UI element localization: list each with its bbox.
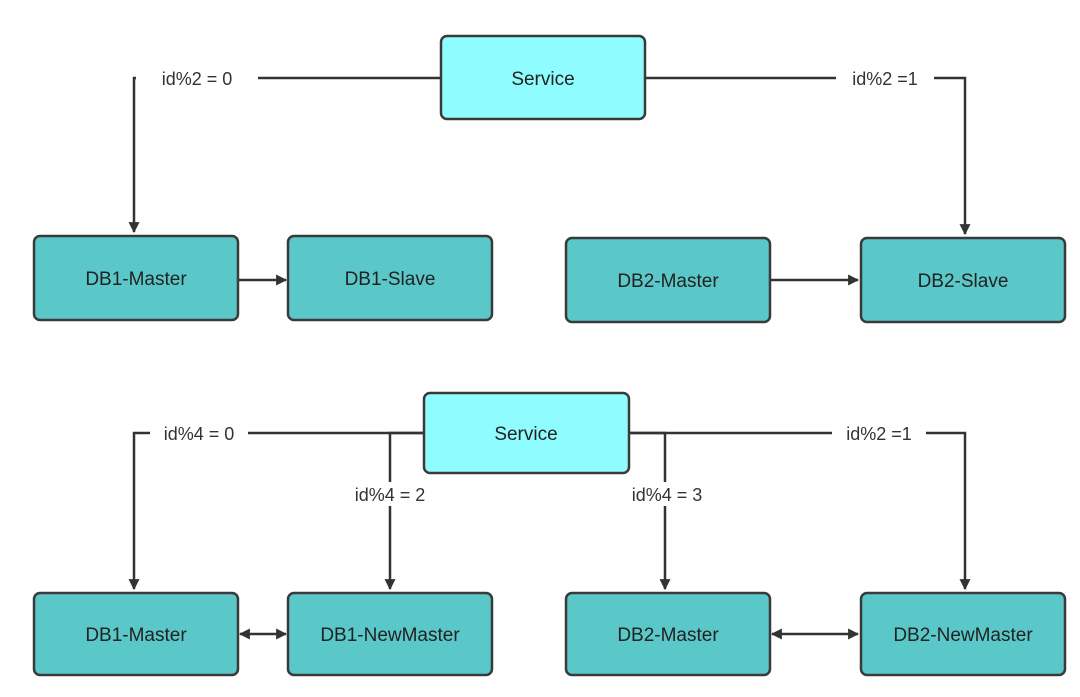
bottom-diagram: id%4 = 0 id%4 = 2 id%4 = 3 id%2 =1 Servi… <box>32 391 1067 677</box>
edge-bottom-service-to-db1-master <box>128 431 424 591</box>
node-bottom-db2-newmaster: DB2-NewMaster <box>859 591 1067 677</box>
edge-label-bottom-id-mod4-2: id%4 = 2 <box>355 485 426 505</box>
edge-top-service-to-db1-master <box>128 76 441 234</box>
node-bottom-db1-master: DB1-Master <box>32 591 240 677</box>
edge-label-top-id-mod2-1: id%2 =1 <box>852 69 918 89</box>
node-top-db1-master-label: DB1-Master <box>85 269 187 290</box>
node-bottom-db2-newmaster-label: DB2-NewMaster <box>893 625 1033 646</box>
node-top-db2-slave-label: DB2-Slave <box>918 271 1009 292</box>
node-bottom-db1-newmaster-label: DB1-NewMaster <box>320 625 460 646</box>
node-bottom-db1-master-label: DB1-Master <box>85 625 187 646</box>
edge-top-service-to-db2-slave <box>645 76 971 236</box>
node-top-db2-master: DB2-Master <box>564 236 772 324</box>
node-top-db1-slave-label: DB1-Slave <box>345 269 436 290</box>
node-bottom-service-label: Service <box>494 424 557 445</box>
node-top-db1-slave: DB1-Slave <box>286 234 494 322</box>
node-top-db2-slave: DB2-Slave <box>859 236 1067 324</box>
node-top-service: Service <box>439 34 647 121</box>
node-top-service-label: Service <box>511 69 574 90</box>
edge-bottom-service-to-db2-newmaster <box>629 431 971 591</box>
node-bottom-service: Service <box>422 391 631 475</box>
edge-label-bottom-id-mod4-0: id%4 = 0 <box>164 424 235 444</box>
node-top-db2-master-label: DB2-Master <box>617 271 719 292</box>
node-bottom-db2-master: DB2-Master <box>564 591 772 677</box>
edge-label-bottom-id-mod2-1: id%2 =1 <box>846 424 912 444</box>
node-top-db1-master: DB1-Master <box>32 234 240 322</box>
top-diagram: id%2 = 0 id%2 =1 Service DB1-Master DB1-… <box>32 34 1067 324</box>
node-bottom-db1-newmaster: DB1-NewMaster <box>286 591 494 677</box>
edge-label-bottom-id-mod4-3: id%4 = 3 <box>632 485 703 505</box>
node-bottom-db2-master-label: DB2-Master <box>617 625 719 646</box>
edge-bottom-service-to-db1-newmaster <box>384 431 424 591</box>
edge-label-top-id-mod2-0: id%2 = 0 <box>162 69 233 89</box>
edge-bottom-service-to-db2-master <box>629 431 671 591</box>
